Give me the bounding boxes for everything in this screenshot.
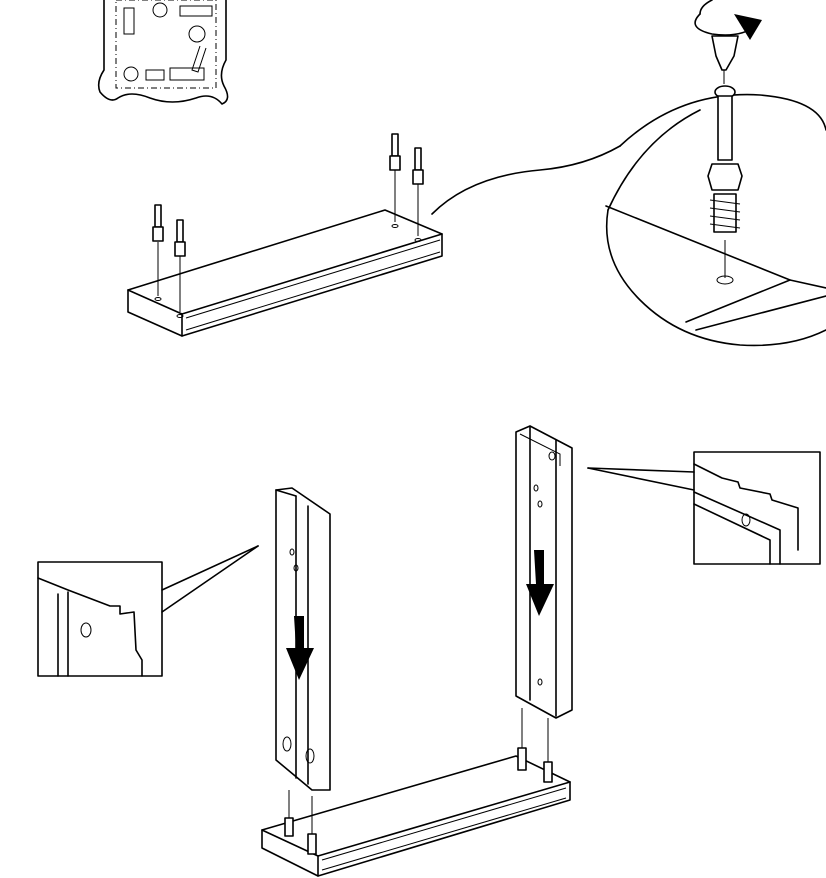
cam-dowel-detail [707,85,743,278]
screwdriver-icon [694,0,757,84]
detail-box-left [37,545,259,677]
dowels-step19 [284,708,553,855]
down-arrow-icon [286,616,314,680]
board-step18 [127,209,443,337]
hardware-bag-icon [97,0,229,105]
board-step19 [261,755,571,877]
rotation-arrow-icon [734,14,762,40]
down-arrow-icon-right [526,550,554,616]
detail-box-right [587,451,821,565]
cam-dowel-icon [152,133,424,312]
